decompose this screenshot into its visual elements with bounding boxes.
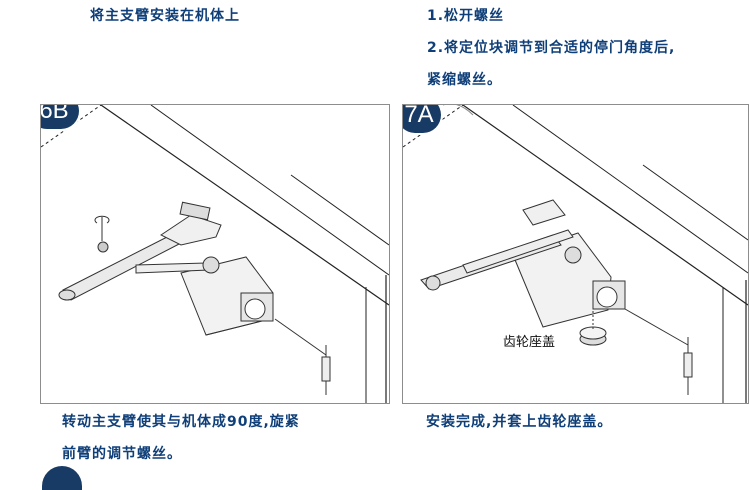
- step-badge-7a: 7A: [403, 105, 441, 133]
- bottom-left-caption-1: 转动主支臂使其与机体成90度,旋紧: [62, 414, 300, 430]
- top-right-caption-1: 1.松开螺丝: [427, 8, 505, 24]
- gear-cover-label: 齿轮座盖: [503, 335, 556, 350]
- bottom-left-caption-2: 前臂的调节螺丝。: [62, 446, 182, 462]
- top-right-caption-3: 紧缩螺丝。: [427, 72, 502, 88]
- illustration-panel-6b: 6B: [40, 104, 390, 404]
- step-badge-6b: 6B: [41, 105, 79, 129]
- top-left-caption: 将主支臂安装在机体上: [90, 8, 240, 24]
- door-closer-drawing-7a: [403, 105, 748, 403]
- door-closer-drawing-6b: [41, 105, 389, 403]
- next-step-badge-partial: [42, 466, 82, 490]
- illustration-panel-7a: 齿轮座盖 7A: [402, 104, 749, 404]
- bottom-right-caption: 安装完成,并套上齿轮座盖。: [426, 414, 613, 430]
- top-right-caption-2: 2.将定位块调节到合适的停门角度后,: [427, 40, 676, 56]
